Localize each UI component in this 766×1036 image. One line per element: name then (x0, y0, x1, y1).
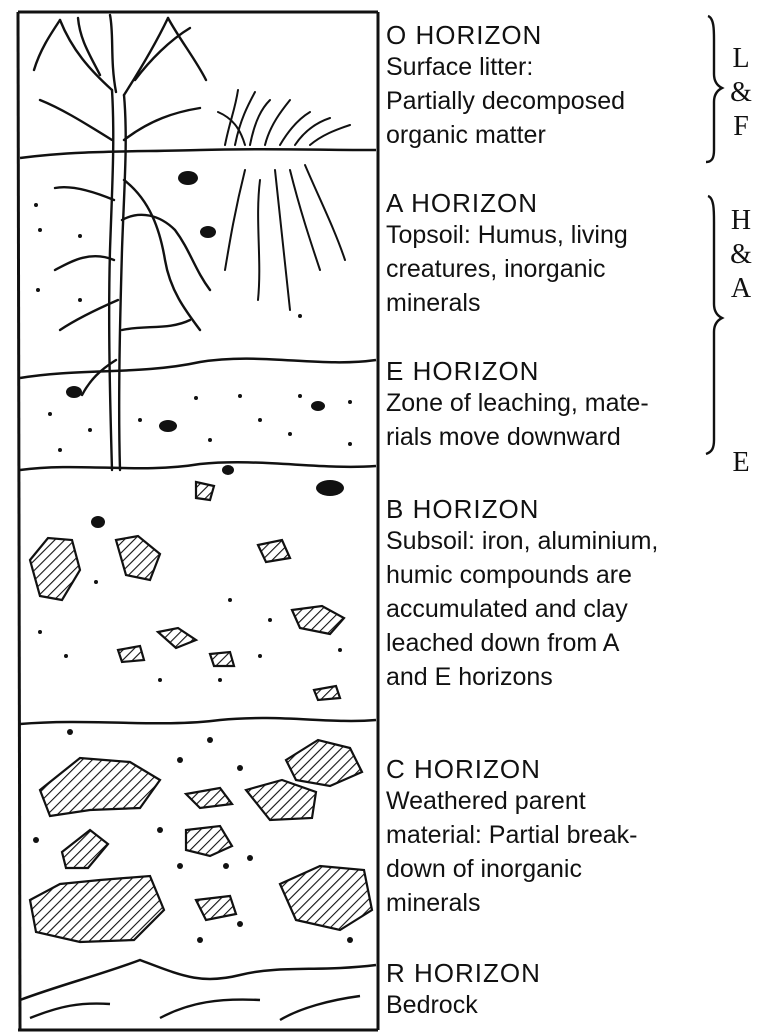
horizon-c-title: C HORIZON (386, 754, 726, 784)
bracket-label-e-1: E (726, 446, 756, 480)
horizon-r-title: R HORIZON (386, 958, 726, 988)
bracket-label-e: E (726, 446, 756, 480)
horizon-o-line-3: organic matter (386, 118, 726, 152)
bracket-label-lf-2: & (726, 76, 756, 110)
bracket-label-ha-3: A (726, 272, 756, 306)
horizon-c-line-4: minerals (386, 886, 726, 920)
horizon-e: E HORIZON Zone of leaching, mate- rials … (386, 356, 726, 454)
horizon-o-line-2: Partially decomposed (386, 84, 726, 118)
horizon-b-line-4: leached down from A (386, 626, 726, 660)
horizon-b-title: B HORIZON (386, 494, 726, 524)
bedrock-cracks (30, 996, 360, 1020)
bracket-label-lf-1: L (726, 42, 756, 76)
bracket-label-ha-2: & (726, 238, 756, 272)
horizon-c: C HORIZON Weathered parent material: Par… (386, 754, 726, 920)
horizon-o-line-1: Surface litter: (386, 50, 726, 84)
bracket-label-ha: H & A (726, 204, 756, 306)
horizon-a-line-2: creatures, inorganic (386, 252, 726, 286)
horizon-b-line-1: Subsoil: iron, aluminium, (386, 524, 726, 558)
horizon-b-line-5: and E horizons (386, 660, 726, 694)
bracket-label-lf-3: F (726, 110, 756, 144)
rock-fragments (30, 482, 372, 942)
horizon-e-line-1: Zone of leaching, mate- (386, 386, 726, 420)
horizon-b-line-2: humic compounds are (386, 558, 726, 592)
horizon-a-title: A HORIZON (386, 188, 726, 218)
horizon-b-line-3: accumulated and clay (386, 592, 726, 626)
horizon-c-line-1: Weathered parent (386, 784, 726, 818)
tree-illustration (34, 15, 210, 470)
horizon-e-line-2: rials move downward (386, 420, 726, 454)
horizon-o: O HORIZON Surface litter: Partially deco… (386, 20, 726, 152)
bracket-label-lf: L & F (726, 42, 756, 144)
pebbles (66, 171, 344, 528)
horizon-b: B HORIZON Subsoil: iron, aluminium, humi… (386, 494, 726, 694)
bracket-label-ha-1: H (726, 204, 756, 238)
horizon-a-line-3: minerals (386, 286, 726, 320)
grass-tuft (218, 90, 350, 310)
horizon-r-line-1: Bedrock (386, 988, 726, 1022)
horizon-e-title: E HORIZON (386, 356, 726, 386)
horizon-r: R HORIZON Bedrock (386, 958, 726, 1022)
horizon-o-title: O HORIZON (386, 20, 726, 50)
horizon-c-line-3: down of inorganic (386, 852, 726, 886)
horizon-a-line-1: Topsoil: Humus, living (386, 218, 726, 252)
horizon-c-line-2: material: Partial break- (386, 818, 726, 852)
horizon-a: A HORIZON Topsoil: Humus, living creatur… (386, 188, 726, 320)
